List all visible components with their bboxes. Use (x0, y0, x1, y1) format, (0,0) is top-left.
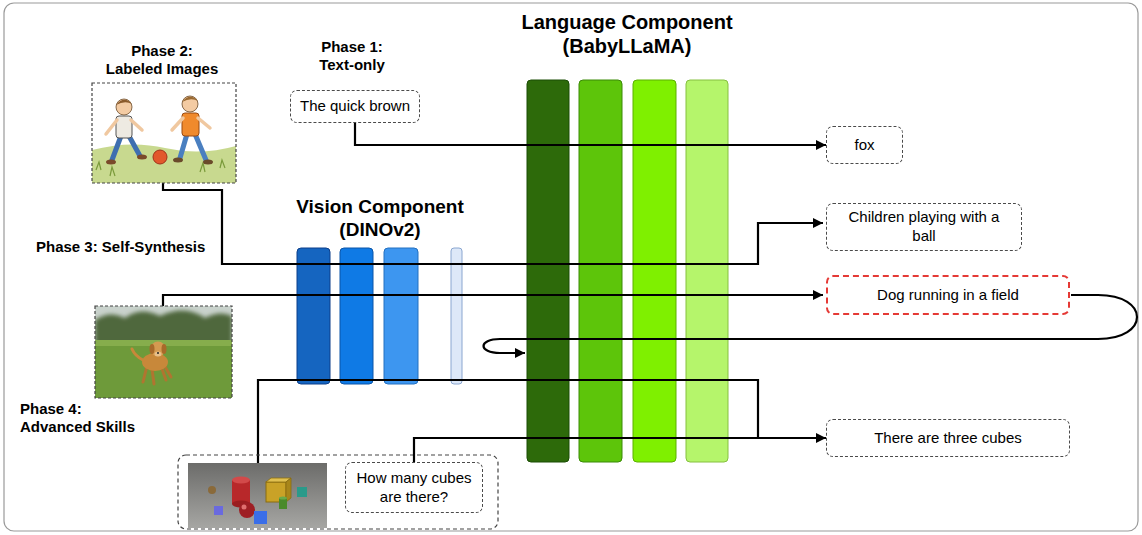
output-box: There are three cubes (826, 419, 1070, 457)
vision-component-bars (297, 248, 330, 384)
phase-label: Phase 4: Advanced Skills (20, 400, 145, 436)
clevr-scene (254, 511, 267, 524)
clevr-scene (208, 486, 216, 494)
children-illustration (182, 97, 198, 102)
vision-component-bars (384, 248, 418, 384)
dog-photo (95, 310, 232, 346)
feed-lines (258, 380, 758, 463)
connector-arrow (414, 438, 826, 462)
dog-photo (162, 344, 167, 354)
prompt-box: The quick brown (290, 90, 420, 123)
children-illustration (182, 113, 199, 136)
dog-photo (150, 344, 155, 354)
generated-caption-box: Dog running in a field (826, 275, 1070, 315)
question-box: How many cubes are there? (345, 462, 483, 513)
children-illustration (203, 160, 213, 165)
dog-photo (157, 352, 159, 354)
clevr-scene (279, 496, 287, 499)
children-illustration (106, 120, 142, 134)
clevr-scene (214, 506, 223, 515)
vision-component-bars (340, 248, 373, 384)
children-illustration (173, 158, 183, 163)
children-illustration (92, 83, 236, 183)
children-illustration (172, 118, 210, 130)
clevr-scene (188, 463, 327, 528)
output-box: fox (826, 126, 903, 164)
box-text: How many cubes are there? (354, 469, 474, 507)
language-component-bars (527, 80, 728, 462)
language-component-bars (527, 80, 569, 462)
clevr-scene (266, 482, 286, 502)
box-text: fox (835, 136, 894, 155)
phase-label: Phase 2: Labeled Images (102, 42, 222, 78)
vision-component-bars (451, 248, 462, 384)
box-text: Dog running in a field (836, 286, 1060, 305)
component-label: Language Component (BabyLLaMA) (507, 10, 747, 58)
box-text: Children playing with a ball (835, 208, 1013, 246)
feed-lines (163, 183, 1137, 463)
language-component-bars (686, 80, 728, 462)
dog-photo (95, 306, 232, 398)
children-illustration (106, 160, 116, 165)
dog-photo (95, 306, 232, 398)
output-box: Children playing with a ball (826, 203, 1022, 251)
dog-photo (151, 342, 166, 357)
feed-lines (163, 183, 823, 264)
language-component-bars (633, 80, 676, 462)
vision-component-bars (297, 248, 462, 384)
clevr-scene (242, 505, 247, 510)
connector-arrow (355, 123, 826, 145)
children-illustration (92, 83, 236, 183)
clevr-scene (232, 477, 250, 484)
clevr-scene (188, 463, 327, 528)
dog-photo (95, 340, 232, 398)
children-illustration (116, 99, 132, 115)
children-illustration (180, 134, 206, 160)
phase-label: Phase 1: Text-only (302, 38, 402, 74)
children-illustration (92, 83, 236, 183)
clevr-scene (188, 463, 327, 528)
phase4-group-box (178, 455, 498, 529)
dog-photo (155, 352, 162, 357)
children-illustration (153, 150, 167, 164)
component-label: Vision Component (DINOv2) (290, 196, 470, 242)
clevr-scene (239, 502, 255, 518)
dog-photo (132, 349, 143, 360)
dog-photo (95, 306, 232, 398)
children-illustration (182, 96, 198, 112)
box-text: The quick brown (299, 97, 411, 116)
clevr-scene (279, 498, 287, 509)
language-component-bars (579, 80, 622, 462)
dog-photo (95, 306, 232, 398)
children-illustration (137, 155, 147, 160)
children-illustration (116, 100, 132, 105)
children-illustration (112, 136, 140, 160)
outer-frame (4, 3, 1138, 531)
box-text: There are three cubes (835, 429, 1061, 448)
clevr-scene (297, 487, 307, 497)
clevr-scene (232, 480, 250, 504)
feed-lines (163, 295, 823, 306)
phase-label: Phase 3: Self-Synthesis (36, 238, 205, 256)
